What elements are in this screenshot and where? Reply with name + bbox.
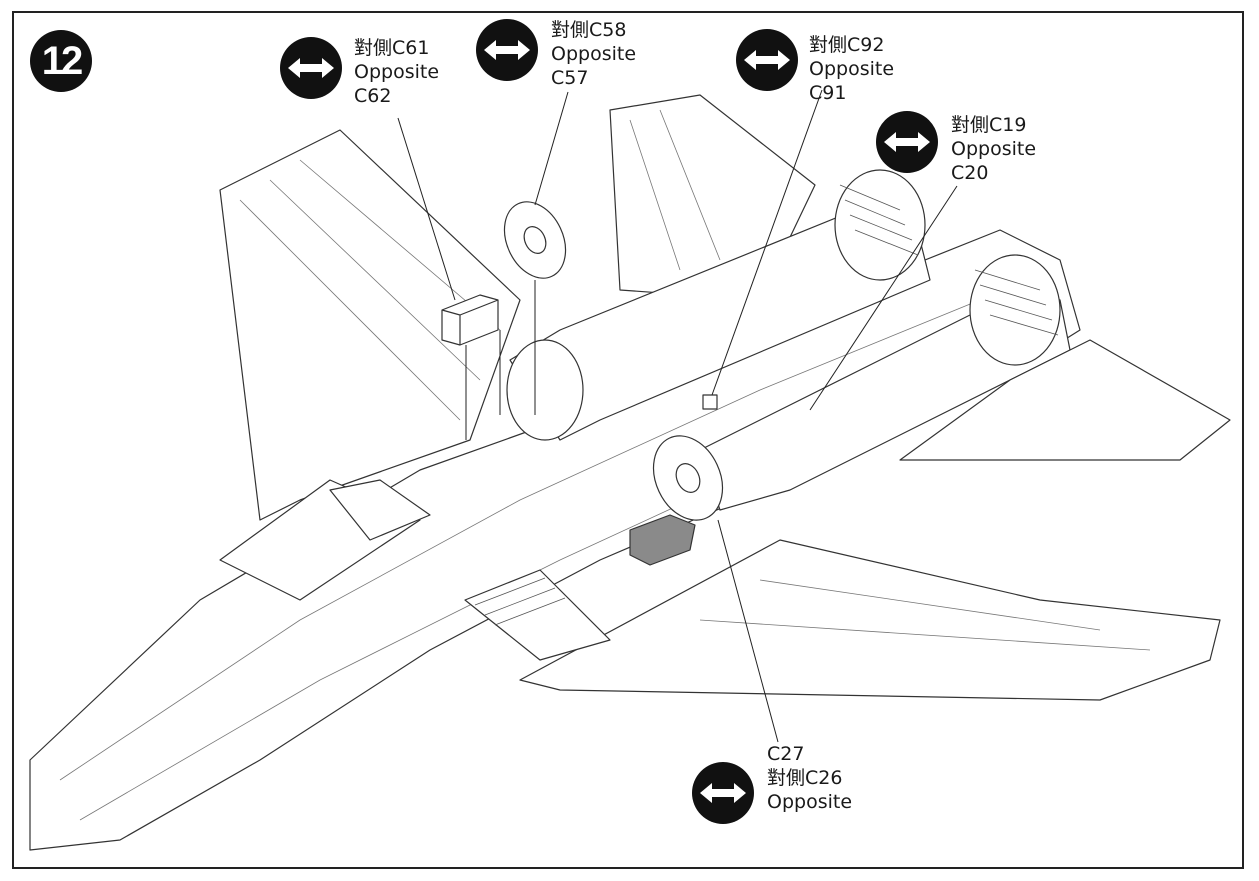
callout-line1: 對側C58 bbox=[551, 19, 627, 41]
callout-c92: 對側C92 Opposite C91 bbox=[809, 33, 894, 105]
callout-line3: Opposite bbox=[767, 791, 853, 813]
double-arrow-icon bbox=[736, 29, 798, 91]
callout-c58: 對側C58 Opposite C57 bbox=[551, 18, 636, 90]
double-arrow-icon bbox=[692, 762, 754, 824]
callout-line2: Opposite bbox=[951, 138, 1037, 160]
callout-c61: 對側C61 Opposite C62 bbox=[354, 36, 439, 108]
callout-line2: 對側C26 bbox=[767, 767, 843, 789]
callout-line3: C62 bbox=[354, 85, 392, 107]
callout-line1: 對側C92 bbox=[809, 34, 885, 56]
callout-line1: C27 bbox=[767, 743, 805, 765]
callout-line2: Opposite bbox=[354, 61, 440, 83]
part-c26-fan-disc bbox=[652, 435, 724, 521]
callout-line2: Opposite bbox=[809, 58, 895, 80]
double-arrow-icon bbox=[280, 37, 342, 99]
right-engine-nacelle bbox=[699, 289, 1071, 511]
callout-line1: 對側C61 bbox=[354, 37, 430, 59]
step-number-badge: 12 bbox=[30, 30, 92, 92]
wheel-well-rear bbox=[329, 479, 431, 541]
part-c61-box bbox=[441, 294, 499, 346]
left-vertical-stabilizer bbox=[219, 129, 521, 521]
part-bracket bbox=[629, 514, 696, 566]
callout-line3: C91 bbox=[809, 82, 847, 104]
double-arrow-icon bbox=[876, 111, 938, 173]
right-wing bbox=[519, 539, 1221, 701]
part-c58-fan-disc bbox=[503, 201, 567, 279]
callout-line1: 對側C19 bbox=[951, 114, 1027, 136]
callout-c19: 對側C19 Opposite C20 bbox=[951, 113, 1036, 185]
right-horizontal-stabilizer bbox=[899, 339, 1231, 461]
left-engine-nacelle bbox=[509, 199, 931, 441]
part-c92-small bbox=[702, 394, 718, 410]
double-arrow-icon bbox=[476, 19, 538, 81]
wheel-well-front bbox=[464, 569, 611, 661]
callout-line3: C57 bbox=[551, 67, 589, 89]
callout-c27: C27 對側C26 Opposite bbox=[767, 742, 852, 814]
callout-line3: C20 bbox=[951, 162, 989, 184]
callout-line2: Opposite bbox=[551, 43, 637, 65]
